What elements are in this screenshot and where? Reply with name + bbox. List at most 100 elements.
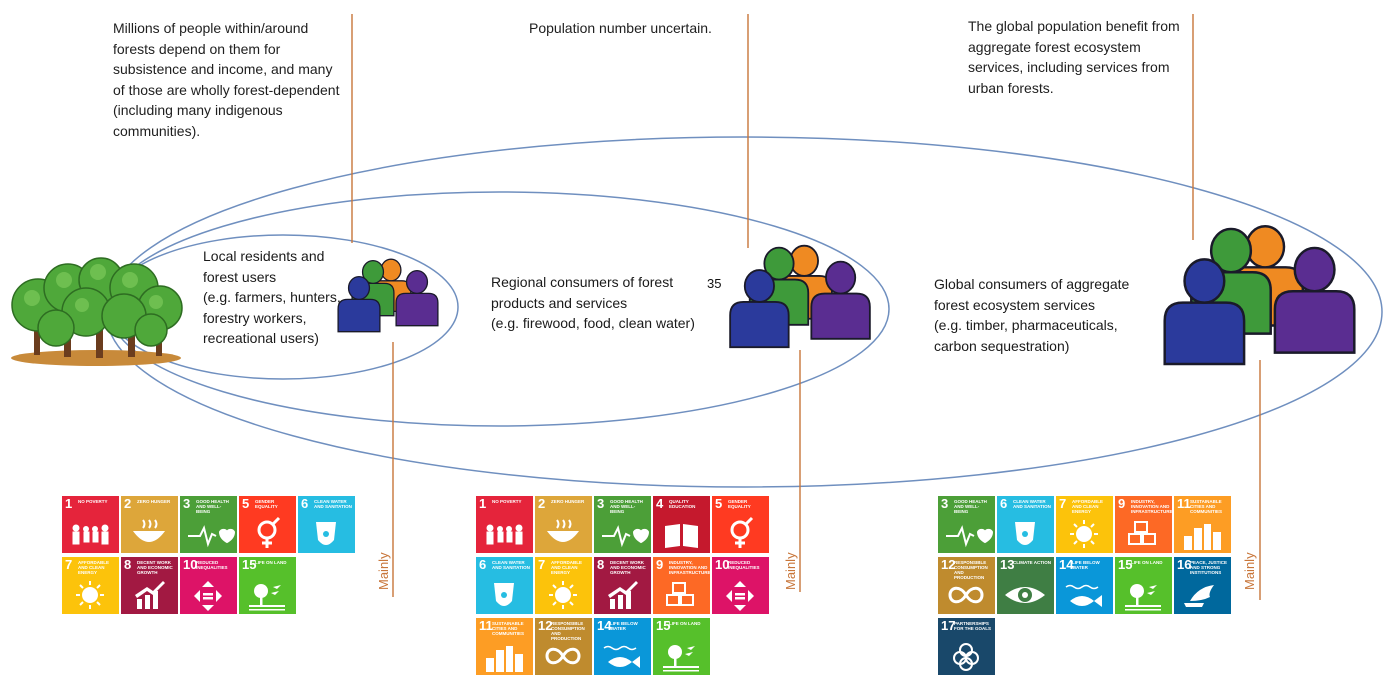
sdg-tile-8: 8 Decent work and economic growth [121,557,178,614]
sdg-tile-15: 15Life on land [239,557,296,614]
sdg-tile-6: 6Clean water and sanitation [476,557,533,614]
sdg-number: 10 [715,557,730,572]
sdg-title: Clean water and sanitation [314,499,352,509]
forest-icon [11,257,183,366]
gender-icon [257,516,281,548]
water-drop-icon [494,583,514,606]
regional-top-note: Population number uncertain. [529,20,712,36]
arrows-icon [194,581,222,611]
person-blue [729,269,790,349]
sdg-title: Reduced inequalities [728,560,760,570]
page-number: 35 [707,276,722,291]
sdg-tile-7: 7Affordable and clean energy [62,557,119,614]
global-group-label: Global consumers of aggregate forest eco… [934,274,1146,356]
sun-icon [1070,520,1098,548]
sdg-number: 3 [183,496,191,511]
tree-bird-icon [1125,584,1161,611]
sdg-number: 5 [242,496,250,511]
sdg-tile-4: 4 Quality education [653,496,710,553]
sdg-title: Good health and well-being [196,499,229,514]
sdg-number: 1 [65,496,73,511]
fish-icon [1065,584,1102,607]
sdg-number: 7 [1059,496,1067,511]
sdg-number: 15 [656,618,671,633]
sdg-tile-17: 17Partnerships for the goals [938,618,995,675]
local-top-note: Millions of people within/around forests… [113,20,340,139]
sun-icon [549,581,577,609]
sdg-number: 13 [1000,557,1015,572]
sdg-tile-12: 12Responsible consumption and production [535,618,592,675]
sdg-title: Responsible consumption and production [954,560,988,580]
sdg-tile-6: 6Clean water and sanitation [997,496,1054,553]
local-group-detail: (e.g. farmers, hunters, forestry workers… [203,289,341,346]
sdg-tile-14: 14Life below water [594,618,651,675]
sdg-number: 3 [597,496,605,511]
sdg-tile-3: 3Good health and well-being [938,496,995,553]
sdg-title: Affordable and clean energy [551,560,582,575]
gender-icon [730,516,754,548]
sdg-number: 14 [597,618,612,633]
sdg-tile-7: 7Affordable and clean energy [1056,496,1113,553]
regional-sdg-grid: 1No poverty 2 Zero hunger 3 Good health and … [476,496,776,676]
sdg-title: Quality education [669,499,696,509]
infinity-icon [545,647,581,665]
cubes-icon [666,582,694,606]
global-group-title: Global consumers of aggregate forest eco… [934,276,1130,313]
book-icon [665,524,698,548]
sdg-number: 5 [715,496,723,511]
sdg-tile-8: 8Decent work and economic growth [594,557,651,614]
sdg-number: 1 [479,496,487,511]
sdg-tile-5: 5 Gender equality [712,496,769,553]
sdg-number: 4 [656,496,664,511]
sdg-tile-3: 3 Good health and well-being [594,496,651,553]
cubes-icon [1128,521,1156,545]
sdg-number: 9 [1118,496,1126,511]
regional-people-icon [729,244,871,349]
global-top-note: The global population benefit from aggre… [968,18,1180,96]
sdg-tile-12: 12Responsible consumption and production [938,557,995,614]
local-sdg-grid: 1 No poverty 2Zero hunger 3 Good health and … [62,496,362,620]
sdg-title: Zero hunger [551,499,585,504]
person-purple [1273,246,1356,354]
global-mainly-label: Mainly [1242,552,1257,590]
sdg-title: Life on land [1131,560,1163,565]
regional-group-detail: (e.g. firewood, food, clean water) [491,315,695,331]
city-icon [486,646,523,672]
dove-icon [1184,585,1214,607]
sdg-title: Life on land [255,560,287,565]
sdg-tile-1: 1No poverty [476,496,533,553]
sdg-number: 15 [242,557,257,572]
sdg-number: 3 [941,496,949,511]
sdg-title: Climate action [1013,560,1051,565]
sdg-title: No poverty [78,499,108,504]
sdg-number: 8 [124,557,132,572]
sdg-tile-9: 9Industry, innovation and infrastructure [1115,496,1172,553]
person-purple [395,269,439,327]
sdg-title: Clean water and sanitation [1013,499,1051,509]
sdg-tile-15: 15Life on land [1115,557,1172,614]
city-icon [1184,524,1221,550]
heartbeat-icon [946,525,994,548]
sdg-title: Gender equality [728,499,751,509]
sdg-tile-2: 2 Zero hunger [535,496,592,553]
local-people-icon [337,258,439,333]
bowl-icon [546,519,580,542]
sdg-title: Decent work and economic growth [137,560,173,575]
sdg-title: Good health and well-being [610,499,643,514]
sdg-title: Decent work and economic growth [610,560,646,575]
sdg-tile-1: 1 No poverty [62,496,119,553]
regional-group-label: Regional consumers of forest products an… [491,272,719,334]
family-icon [72,524,109,545]
sdg-tile-2: 2Zero hunger [121,496,178,553]
sdg-title: Responsible consumption and production [551,621,585,641]
sdg-title: Zero hunger [137,499,171,504]
sdg-number: 2 [538,496,546,511]
sdg-tile-3: 3 Good health and well-being [180,496,237,553]
sdg-number: 11 [1177,496,1191,511]
sdg-number: 14 [1059,557,1074,572]
local-group-title: Local residents and forest users [203,248,325,285]
sun-icon [76,581,104,609]
sdg-title: Partnerships for the goals [954,621,991,631]
sdg-title: Peace, justice and strong institutions [1190,560,1228,575]
